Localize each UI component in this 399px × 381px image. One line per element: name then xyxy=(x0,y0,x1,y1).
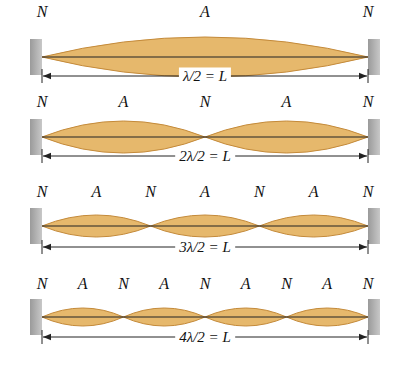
strings xyxy=(42,57,368,317)
antinode-letter: A xyxy=(322,276,332,292)
antinode-letter: A xyxy=(200,4,210,20)
node-letter: N xyxy=(363,4,374,20)
node-letter: N xyxy=(37,4,48,20)
antinode-letter: A xyxy=(241,276,251,292)
antinode-letter: A xyxy=(309,184,319,200)
antinode-letter: A xyxy=(282,94,292,110)
node-letter: N xyxy=(200,276,211,292)
antinode-letter: A xyxy=(119,94,129,110)
node-letter: N xyxy=(37,94,48,110)
node-letter: N xyxy=(145,184,156,200)
node-letter: N xyxy=(363,94,374,110)
walls xyxy=(30,39,380,335)
antinode-letter: A xyxy=(159,276,169,292)
node-letter: N xyxy=(118,276,129,292)
node-letter: N xyxy=(200,94,211,110)
node-letter: N xyxy=(254,184,265,200)
length-label: λ/2 = L xyxy=(179,68,231,85)
antinode-letter: A xyxy=(91,184,101,200)
antinode-letter: A xyxy=(200,184,210,200)
node-letter: N xyxy=(281,276,292,292)
node-letter: N xyxy=(37,184,48,200)
length-label: 3λ/2 = L xyxy=(175,239,235,256)
length-label: 2λ/2 = L xyxy=(175,148,235,165)
dimension-lines xyxy=(42,69,368,344)
antinode-letter: A xyxy=(78,276,88,292)
wave-envelopes xyxy=(42,37,368,326)
node-letter: N xyxy=(37,276,48,292)
length-label: 4λ/2 = L xyxy=(175,329,235,346)
node-letter: N xyxy=(363,276,374,292)
node-letter: N xyxy=(363,184,374,200)
